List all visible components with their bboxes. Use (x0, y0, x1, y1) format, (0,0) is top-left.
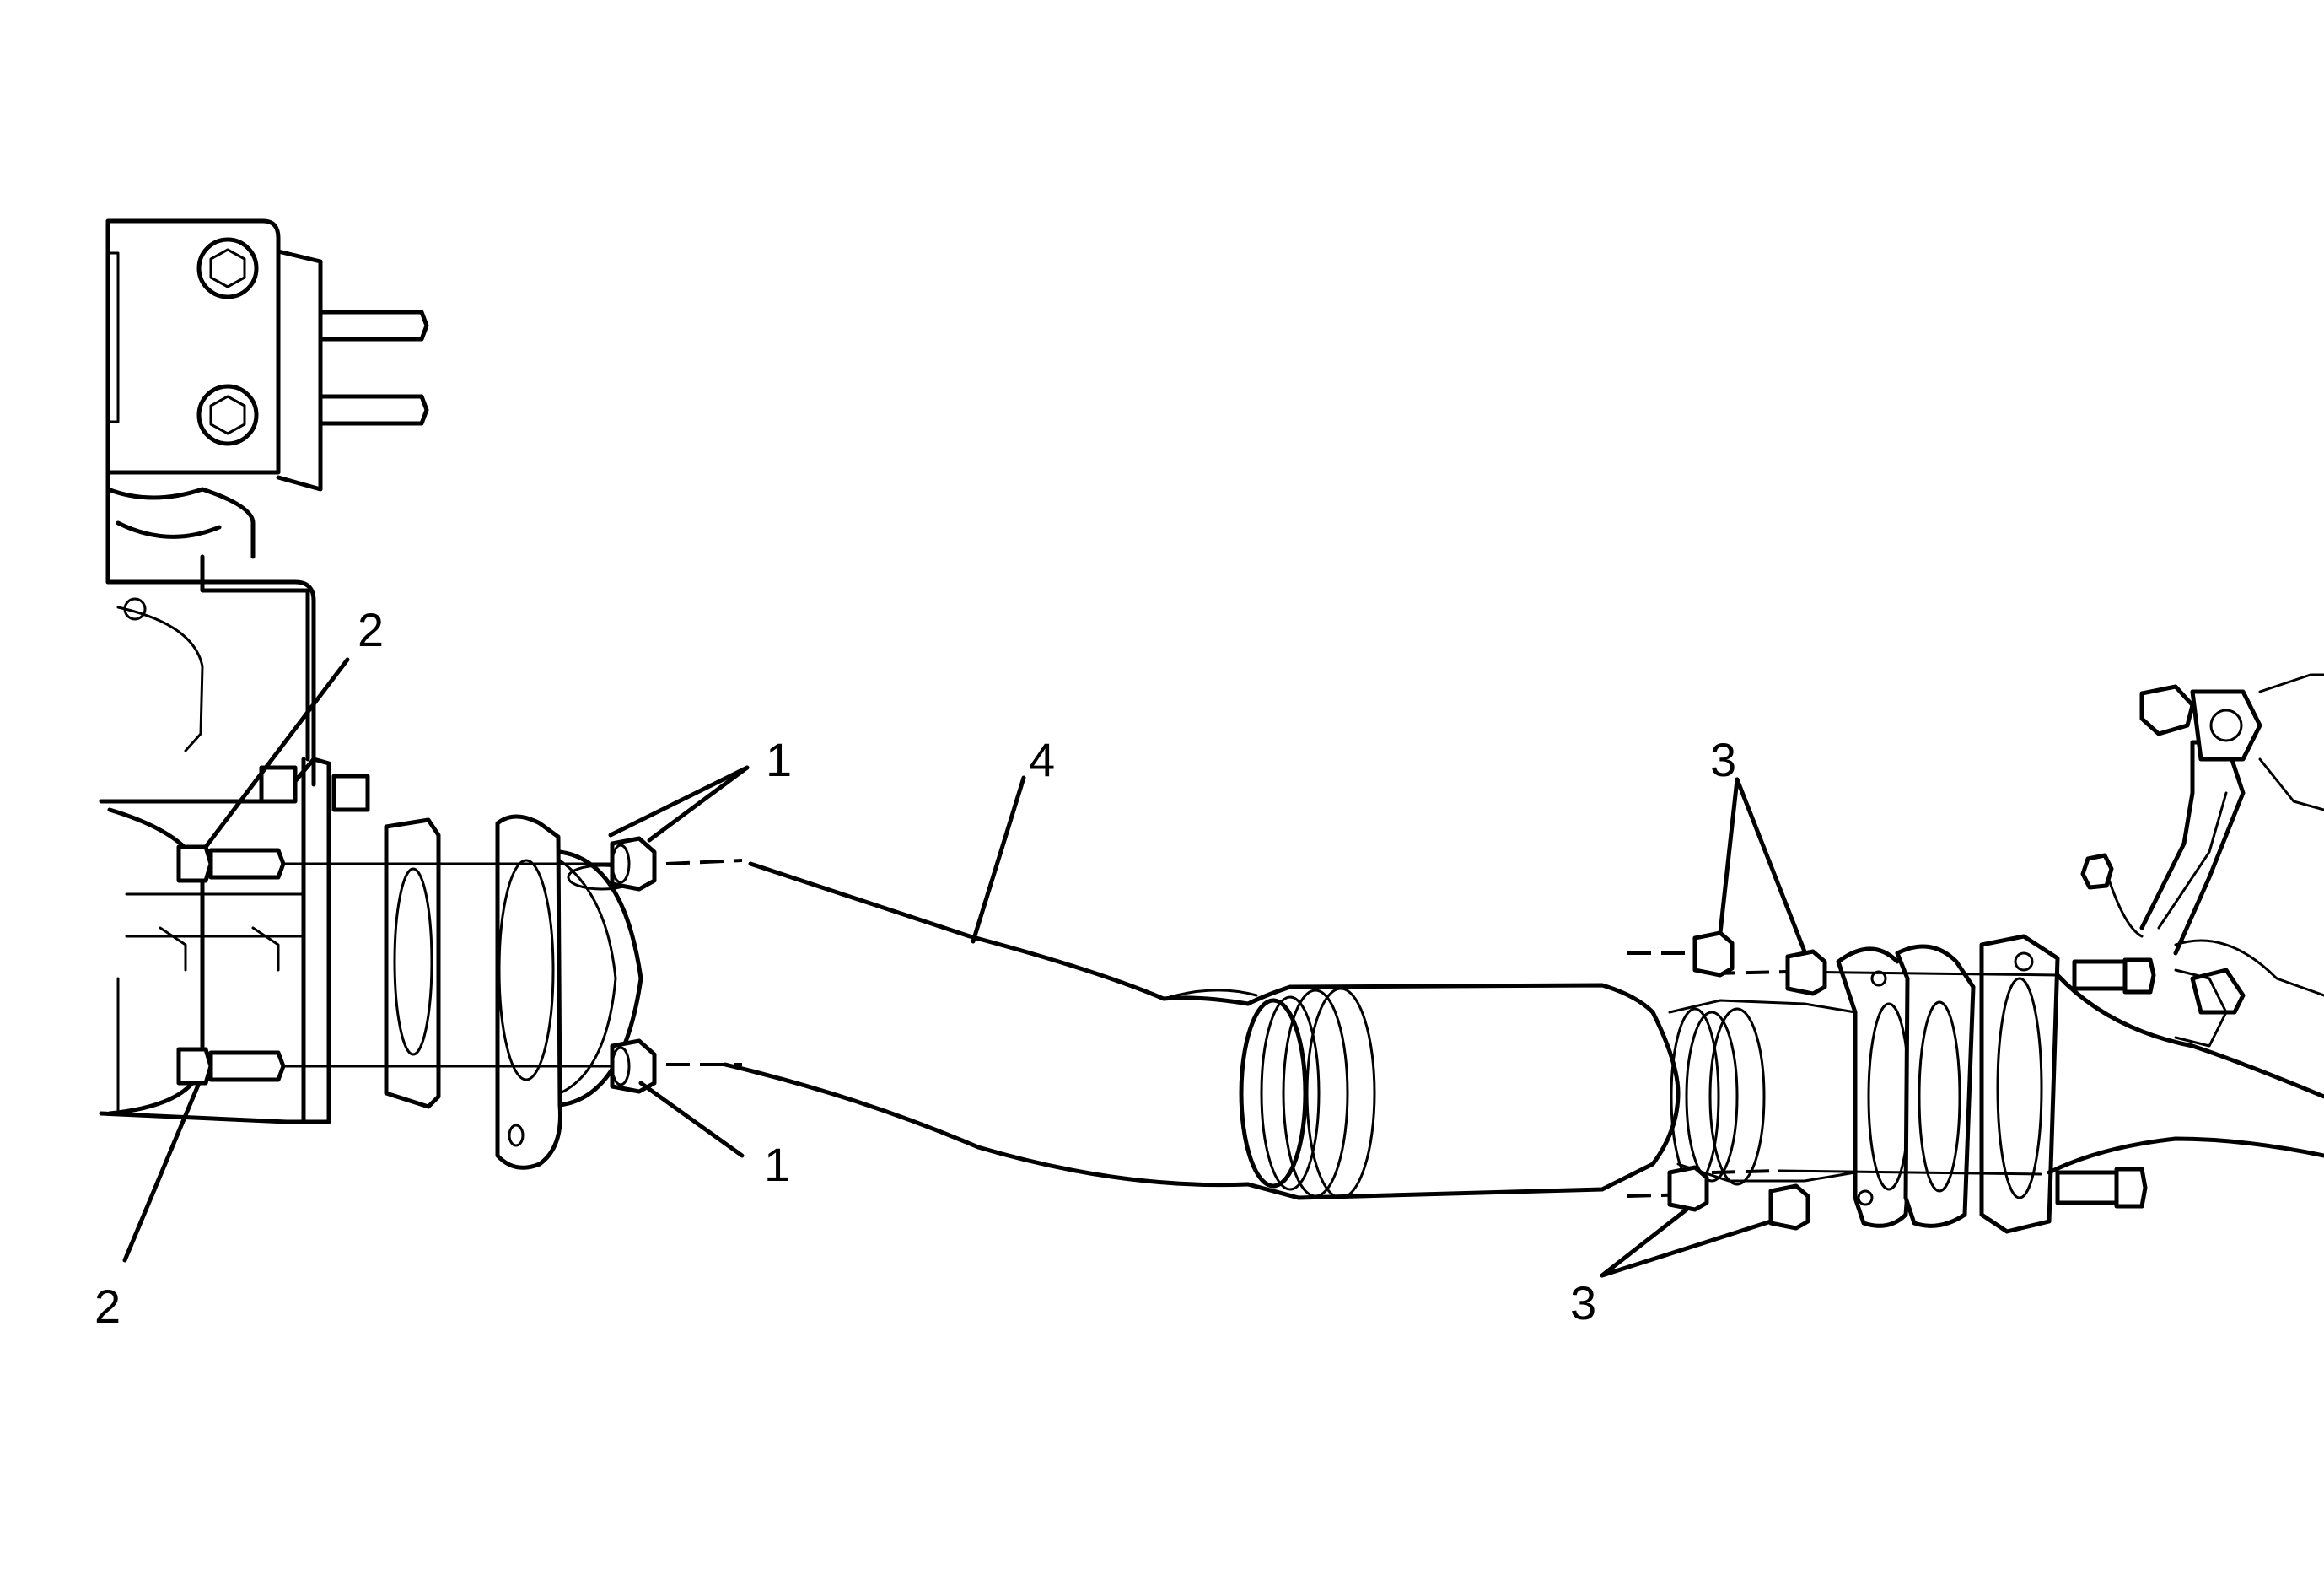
rear-nut-lower-left (1667, 1165, 1709, 1212)
rear-flange-3 (1979, 934, 2060, 1234)
pipe-flange-collar (557, 849, 643, 1108)
exhaust-pipe (723, 861, 1258, 1188)
callout-4: 4 (1029, 733, 1055, 786)
nut-upper (610, 836, 657, 892)
rear-pipe-and-hanger (2047, 673, 2324, 1209)
nut-lower (610, 1038, 657, 1094)
bolt-lower (176, 1047, 286, 1086)
pipe-flange-front (495, 814, 562, 1170)
gasket-plate (384, 817, 441, 1109)
callout-1-lower: 1 (764, 1138, 790, 1191)
callout-3-lower: 3 (1570, 1276, 1596, 1329)
callout-2-lower: 2 (94, 1280, 121, 1333)
leader-lines (122, 657, 1807, 1278)
callout-2-upper: 2 (358, 603, 384, 656)
catalytic-converter (1239, 983, 1870, 1200)
rear-nut-upper-left (1692, 930, 1735, 978)
rear-nut-upper-right (1785, 949, 1827, 996)
manifold-mount-assembly (99, 218, 429, 1124)
callout-1-upper: 1 (766, 733, 792, 786)
callout-3-upper: 3 (1710, 733, 1736, 786)
rear-nut-lower-right (1768, 1183, 1810, 1231)
bolt-upper (176, 844, 286, 883)
rear-flange-2 (1895, 944, 1976, 1228)
